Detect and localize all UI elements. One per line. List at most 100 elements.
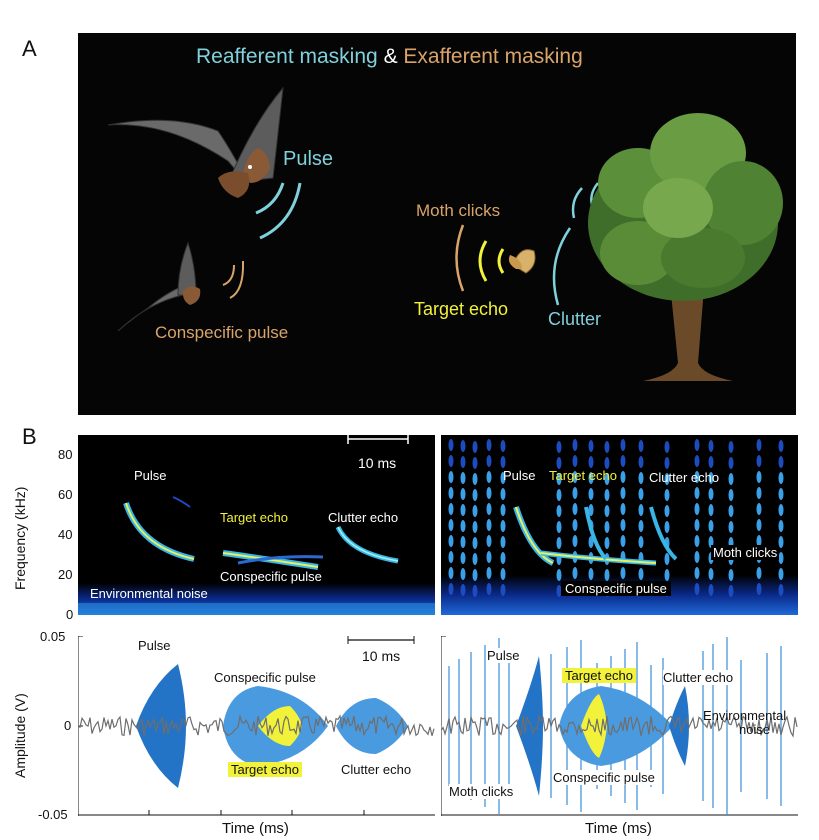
moth-click-blob [664, 489, 670, 501]
moth-click-blob [460, 584, 466, 596]
moth-click-blob [500, 504, 506, 516]
moth-click-blob [500, 440, 506, 452]
moth-click-blob [500, 456, 506, 468]
right-wave-clutter-label: Clutter echo [663, 670, 734, 685]
panel-a-drawing [107, 86, 783, 381]
moth-click-blob [572, 535, 578, 547]
left-x-axis-label: Time (ms) [222, 820, 289, 837]
moth-click-blob [556, 505, 562, 517]
moth-click-blob [556, 521, 562, 533]
moth-click-blob [694, 583, 700, 595]
moth-clicks-label: Moth clicks [416, 201, 501, 220]
moth-click-blob [604, 537, 610, 549]
moth-click-blob [500, 552, 506, 564]
moth-click-blob [556, 537, 562, 549]
reafferent-title: Reafferent masking [196, 45, 378, 68]
moth-click-blob [664, 457, 670, 469]
amp-ytick-top: 0.05 [40, 629, 66, 644]
moth-click-blob [448, 535, 454, 547]
moth-click-blob [448, 471, 454, 483]
right-wave-noise-label: Environmental noise [703, 709, 786, 737]
moth-click-blob [604, 457, 610, 469]
conspecific-pulse-label: Conspecific pulse [155, 323, 289, 342]
moth-click-blob [694, 455, 700, 467]
moth-click-blob [486, 519, 492, 531]
left-wave-target-label: Target echo [228, 762, 302, 777]
moth-click-blob [694, 471, 700, 483]
moth-click-blob [500, 584, 506, 596]
right-spec-moth-label: Moth clicks [711, 545, 780, 560]
moth-click-blob [588, 440, 594, 452]
moth-click-blob [664, 553, 670, 565]
moth-click-blob [778, 536, 784, 548]
amp-ytick-bottom: -0.05 [38, 807, 68, 822]
moth-click-blob [472, 457, 478, 469]
target-echo-label: Target echo [414, 299, 509, 319]
moth-click-blob [664, 569, 670, 581]
pulse-label: Pulse [283, 148, 334, 170]
moth-click-blob [756, 471, 762, 483]
moth-click-blob [756, 519, 762, 531]
moth-click-blob [588, 472, 594, 484]
pulse-arcs [255, 182, 302, 240]
waveform-y-axis-label: Amplitude (V) [12, 693, 28, 778]
moth-click-blob [620, 567, 626, 579]
moth-click-blob [728, 585, 734, 597]
moth-click-blob [486, 535, 492, 547]
moth-click-blob [708, 488, 714, 500]
moth-click-blob [638, 520, 644, 532]
moth-click-blob [604, 521, 610, 533]
left-spectrogram: 10 ms Pulse Target echo Clutter echo Con… [78, 435, 435, 615]
right-wave-moth-label: Moth clicks [449, 784, 514, 799]
moth-click-blob [486, 583, 492, 595]
right-x-axis-label: Time (ms) [585, 820, 652, 837]
moth-click-blob [472, 585, 478, 597]
panel-b-letter: B [22, 424, 37, 449]
left-wave-pulse-label: Pulse [138, 638, 171, 653]
moth-click-blob [728, 457, 734, 469]
moth-click-blob [756, 487, 762, 499]
wave-scale-bar-label: 10 ms [362, 648, 401, 664]
right-wave-target-label: Target echo [562, 668, 636, 683]
moth-click-arc [455, 224, 465, 292]
moth-click-blob [778, 520, 784, 532]
moth-click-blob [778, 456, 784, 468]
moth-click-blob [486, 567, 492, 579]
moth-click-blob [572, 567, 578, 579]
moth-click-blob [728, 569, 734, 581]
moth-click-blob [448, 519, 454, 531]
left-spec-target-label: Target echo [220, 510, 288, 525]
moth-click-blob [620, 455, 626, 467]
moth-click-blob [694, 519, 700, 531]
right-waveform: Pulse Target echo Clutter echo Environme… [441, 636, 798, 816]
moth-click-blob [472, 569, 478, 581]
moth-click-blob [460, 552, 466, 564]
moth-click-blob [620, 519, 626, 531]
moth-click-blob [620, 503, 626, 515]
moth-click-blob [638, 472, 644, 484]
moth-click-blob [486, 455, 492, 467]
moth-click-blob [500, 536, 506, 548]
right-wave-conspecific-label: Conspecific pulse [553, 770, 655, 785]
moth-click-blob [694, 535, 700, 547]
ampersand: & [383, 45, 398, 68]
moth-click-blob [556, 473, 562, 485]
moth-click-blob [572, 503, 578, 515]
left-wave-clutter-label: Clutter echo [341, 762, 412, 777]
moth-click-blob [664, 441, 670, 453]
right-spec-pulse-label: Pulse [503, 468, 536, 483]
moth-click-blob [708, 568, 714, 580]
panel-a-title: Reafferent masking & Exafferent masking [196, 45, 583, 69]
moth-click-blob [588, 568, 594, 580]
moth-click-blob [604, 441, 610, 453]
moth-click-blob [694, 439, 700, 451]
moth-click-blob [708, 520, 714, 532]
moth-click-blob [604, 489, 610, 501]
moth-click-blob [708, 456, 714, 468]
moth-click-blob [472, 521, 478, 533]
right-spectrogram: Pulse Target echo Clutter echo Moth clic… [441, 435, 798, 615]
moth-click-blob [500, 520, 506, 532]
moth-click-blob [728, 441, 734, 453]
moth-click-blob [756, 567, 762, 579]
spectrogram-y-axis-label: Frequency (kHz) [12, 486, 28, 590]
